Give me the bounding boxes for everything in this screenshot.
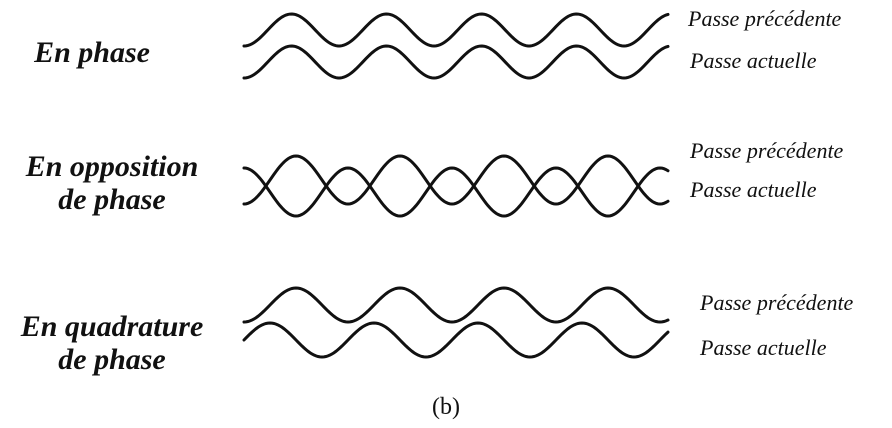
figure-caption: (b)	[432, 394, 460, 420]
wave-label-previous-pass: Passe précédente	[688, 6, 842, 31]
wave-label-previous-pass: Passe précédente	[700, 290, 854, 315]
wave-previous-pass	[242, 286, 670, 324]
case-title-in-phase: En phase	[34, 36, 150, 69]
wave-label-previous-pass: Passe précédente	[690, 138, 844, 163]
wave-label-current-pass: Passe actuelle	[690, 177, 817, 202]
case-title-phase-opposition: En opposition de phase	[25, 150, 199, 216]
wave-previous-pass	[242, 154, 670, 206]
wave-current-pass	[242, 321, 670, 359]
case-title-phase-quadrature: En quadrature de phase	[20, 310, 204, 376]
wave-label-current-pass: Passe actuelle	[700, 335, 827, 360]
wave-current-pass	[242, 44, 670, 80]
wave-current-pass	[242, 166, 670, 218]
wave-previous-pass	[242, 12, 670, 48]
wave-label-current-pass: Passe actuelle	[690, 48, 817, 73]
